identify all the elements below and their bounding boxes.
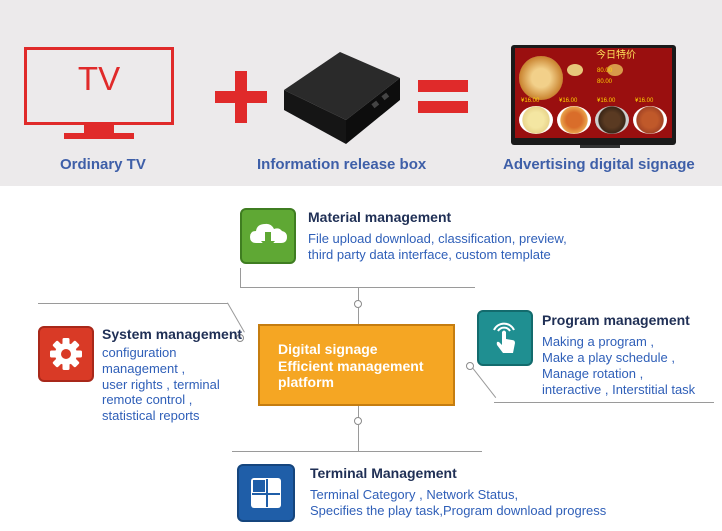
dish-image-small-1 [567, 64, 583, 76]
equals-icon-lower [418, 101, 468, 113]
terminal-desc-line: Terminal Category , Network Status, [310, 487, 519, 502]
connector-line [240, 287, 475, 288]
signage-title: 今日特价 [596, 50, 636, 61]
system-desc-line: user rights , terminal [102, 377, 220, 392]
dish-image-bottom-3 [595, 106, 629, 134]
program-desc-line: Manage rotation , [542, 366, 644, 381]
connector-line [358, 308, 359, 324]
connector-node [354, 300, 362, 308]
connector-line [358, 406, 359, 418]
center-platform-box [258, 324, 455, 406]
signage-price: 80.00 [597, 68, 613, 74]
dish-image-bottom-2 [557, 106, 591, 134]
signage-price: ¥16.00 [521, 98, 540, 104]
equals-icon [418, 80, 468, 92]
cloud-download-icon [240, 208, 296, 264]
center-line-1: Digital signage [278, 341, 378, 357]
caption-ordinary-tv: Ordinary TV [60, 156, 146, 173]
connector-node [466, 362, 474, 370]
connector-node [354, 417, 362, 425]
dish-image-main [519, 56, 563, 100]
tv-stand-shape [84, 125, 114, 133]
program-desc-line: interactive , Interstitial task [542, 382, 696, 397]
dish-image-bottom-4 [633, 106, 667, 134]
signage-stand [580, 145, 620, 148]
terminal-desc-line: Specifies the play task,Program download… [310, 503, 607, 518]
connector-line [38, 303, 228, 304]
gear-icon [38, 326, 94, 382]
caption-advertising-signage: Advertising digital signage [503, 156, 695, 173]
signage-price: 80.00 [597, 79, 613, 85]
material-desc-line: File upload download, classification, pr… [308, 231, 567, 246]
center-line-2: Efficient management [278, 358, 424, 374]
system-desc-line: remote control , [102, 392, 193, 407]
program-management-title: Program management [542, 312, 690, 328]
system-desc-line: statistical reports [102, 408, 200, 423]
tv-base-shape [64, 133, 134, 139]
material-management-title: Material management [308, 209, 452, 225]
connector-line [358, 425, 359, 451]
system-desc-line: configuration [102, 345, 177, 360]
terminal-grid-icon [237, 464, 295, 522]
tv-label: TV [77, 60, 121, 97]
program-desc-line: Making a program , [542, 334, 654, 349]
center-line-3: platform [278, 374, 334, 390]
connector-line [232, 451, 482, 452]
caption-release-box: Information release box [257, 156, 427, 173]
signage-screen: 80.00 80.00 ¥16.00 ¥16.00 ¥16.00 ¥16.00 [515, 48, 672, 138]
system-management-title: System management [102, 326, 243, 342]
terminal-management-title: Terminal Management [310, 465, 457, 481]
connector-line [240, 268, 241, 288]
dish-image-bottom-1 [519, 106, 553, 134]
system-desc-line: management , [102, 361, 186, 376]
signage-price: ¥16.00 [635, 98, 654, 104]
connector-line [494, 402, 714, 403]
program-desc-line: Make a play schedule , [542, 350, 675, 365]
signage-price: ¥16.00 [559, 98, 578, 104]
connector-line [472, 367, 497, 398]
material-desc-line: third party data interface, custom templ… [308, 247, 551, 262]
connector-node [236, 334, 244, 342]
connector-line [358, 287, 359, 301]
tv-icon [24, 47, 174, 125]
touch-hand-icon [477, 310, 533, 366]
dish-image-small-2 [607, 64, 623, 76]
signage-price: ¥16.00 [597, 98, 616, 104]
set-top-box-icon [284, 52, 400, 144]
plus-icon-vertical [235, 71, 247, 123]
